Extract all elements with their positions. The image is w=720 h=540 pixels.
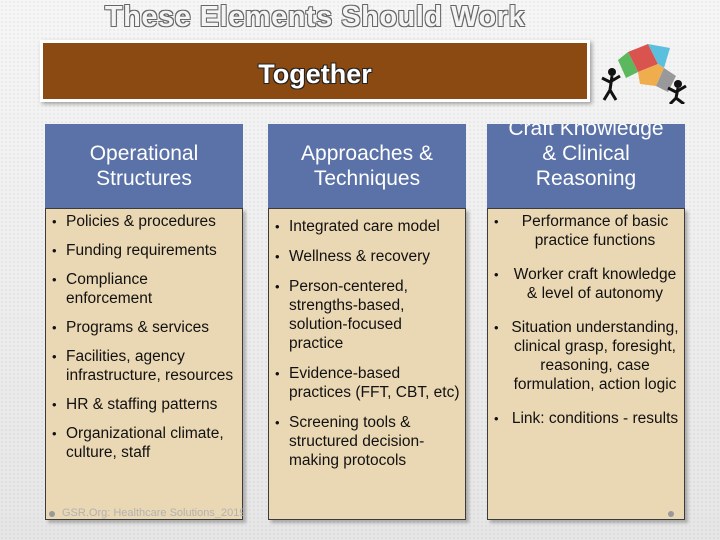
list-item: Funding requirements bbox=[52, 241, 237, 260]
column-heading-operational: Operational Structures bbox=[45, 124, 243, 208]
team-puzzle-clipart-icon bbox=[601, 44, 687, 104]
operational-list: Policies & procedures Funding requiremen… bbox=[52, 212, 237, 472]
column-heading-text: Operational Structures bbox=[89, 142, 199, 190]
column-heading-text: Craft Knowledge & Clinical Reasoning bbox=[508, 124, 664, 190]
list-item: Compliance enforcement bbox=[52, 270, 237, 308]
list-item: Screening tools & structured decision-ma… bbox=[275, 413, 460, 470]
list-item: HR & staffing patterns bbox=[52, 395, 237, 414]
list-item: Facilities, agency infrastructure, resou… bbox=[52, 347, 237, 385]
list-item: Organizational climate, culture, staff bbox=[52, 424, 237, 462]
list-item: Evidence-based practices (FFT, CBT, etc) bbox=[275, 364, 460, 402]
footer-dot bbox=[49, 511, 55, 517]
footer-text: GSR.Org: Healthcare Solutions_2019 bbox=[62, 507, 246, 519]
column-heading-text: Approaches & Techniques bbox=[301, 142, 433, 190]
list-item: Situation understanding, clinical grasp,… bbox=[494, 318, 682, 394]
list-item: Performance of basic practice functions bbox=[494, 212, 682, 250]
footer-dot bbox=[668, 511, 674, 517]
banner-text: Together bbox=[258, 59, 372, 89]
list-item: Person-centered, strengths-based, soluti… bbox=[275, 277, 460, 353]
column-heading-approaches: Approaches & Techniques bbox=[268, 124, 466, 208]
slide-title: These Elements Should Work bbox=[104, 1, 526, 33]
list-item: Wellness & recovery bbox=[275, 247, 460, 266]
list-item: Worker craft knowledge & level of autono… bbox=[494, 265, 682, 303]
list-item: Policies & procedures bbox=[52, 212, 237, 231]
title-banner: Together bbox=[40, 40, 590, 102]
list-item: Integrated care model bbox=[275, 217, 460, 236]
list-item: Programs & services bbox=[52, 318, 237, 337]
column-heading-craft: Craft Knowledge & Clinical Reasoning bbox=[487, 124, 685, 208]
approaches-list: Integrated care model Wellness & recover… bbox=[275, 217, 460, 481]
list-item: Link: conditions - results bbox=[494, 409, 682, 428]
craft-list: Performance of basic practice functions … bbox=[494, 212, 682, 443]
